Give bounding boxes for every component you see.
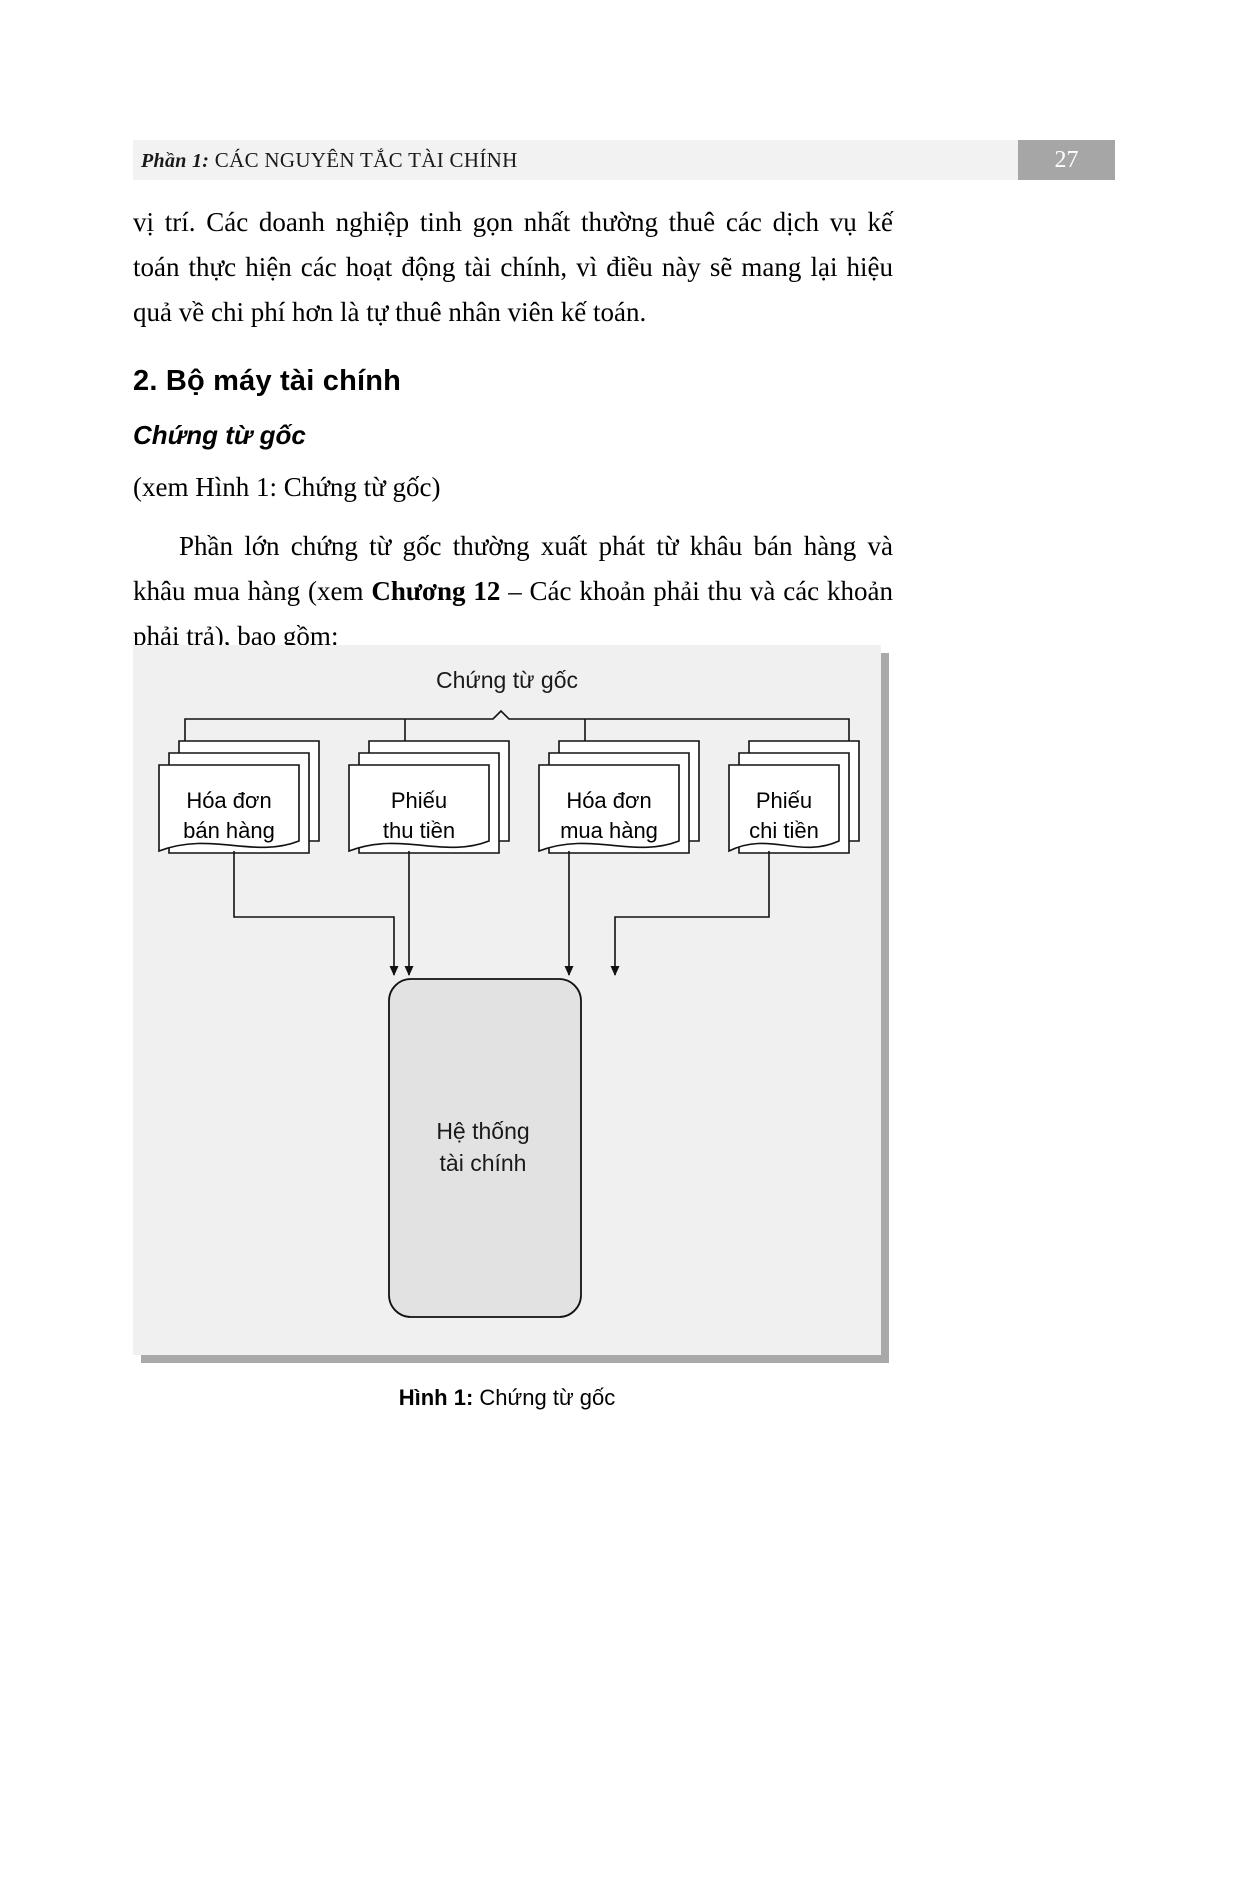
document-label-3: Hóa đơn mua hàng (534, 786, 684, 846)
document-label-3-line2: mua hàng (560, 818, 658, 843)
document-label-1: Hóa đơn bán hàng (154, 786, 304, 846)
document-stack-2 (348, 740, 510, 854)
document-label-1-line2: bán hàng (183, 818, 275, 843)
paragraph-text-part-1: Phần lớn chứng từ gốc thường xuất phát t… (133, 531, 893, 606)
figure-container: Chứng từ gốc Hóa đơn bán hàng Phiếu thu … (133, 645, 893, 1355)
header-part-label: Phần 1: (141, 149, 210, 172)
document-label-4: Phiếu chi tiền (709, 786, 859, 846)
header-section-title: CÁC NGUYÊN TẮC TÀI CHÍNH (214, 147, 518, 172)
body-content: vị trí. Các doanh nghiệp tinh gọn nhất t… (133, 200, 893, 659)
figure-title: Chứng từ gốc (435, 667, 579, 693)
header-title: Phần 1: CÁC NGUYÊN TẮC TÀI CHÍNH (133, 148, 518, 173)
system-box-label: Hệ thống tài chính (388, 1115, 578, 1179)
page-number-badge: 27 (1018, 140, 1115, 180)
paragraph-origin-documents: Phần lớn chứng từ gốc thường xuất phát t… (133, 524, 893, 659)
figure-diagram (158, 709, 860, 1318)
document-stack-3 (538, 740, 700, 854)
document-label-2-line2: thu tiền (382, 818, 456, 843)
document-label-4-line2: chi tiền (749, 818, 819, 843)
figure-caption-label: Hình 1: (398, 1385, 474, 1410)
connector-lines (233, 851, 770, 976)
chapter-reference: Chương 12 (371, 576, 501, 606)
subsection-heading: Chứng từ gốc (133, 420, 306, 450)
document-label-4-line1: Phiếu (755, 788, 813, 813)
system-box (388, 978, 582, 1318)
document-label-1-line1: Hóa đơn (186, 788, 272, 813)
paragraph-opening: vị trí. Các doanh nghiệp tinh gọn nhất t… (133, 207, 893, 327)
figure-caption-text: Chứng từ gốc (479, 1385, 616, 1410)
system-box-label-line1: Hệ thống (436, 1118, 530, 1144)
running-header: Phần 1: CÁC NGUYÊN TẮC TÀI CHÍNH 27 (133, 140, 1115, 180)
figure-caption: Hình 1: Chứng từ gốc (133, 1385, 881, 1411)
top-bracket (184, 709, 850, 723)
see-figure-note: (xem Hình 1: Chứng từ gốc) (133, 472, 441, 502)
document-stack-4 (728, 740, 860, 854)
document-label-3-line1: Hóa đơn (566, 788, 652, 813)
system-box-label-line2: tài chính (439, 1150, 527, 1176)
document-stack-1 (158, 740, 320, 854)
bracket-drop-lines (184, 719, 850, 741)
document-label-2-line1: Phiếu (390, 788, 448, 813)
section-heading: 2. Bộ máy tài chính (133, 365, 402, 397)
figure-panel: Chứng từ gốc Hóa đơn bán hàng Phiếu thu … (133, 645, 881, 1355)
document-label-2: Phiếu thu tiền (344, 786, 494, 846)
